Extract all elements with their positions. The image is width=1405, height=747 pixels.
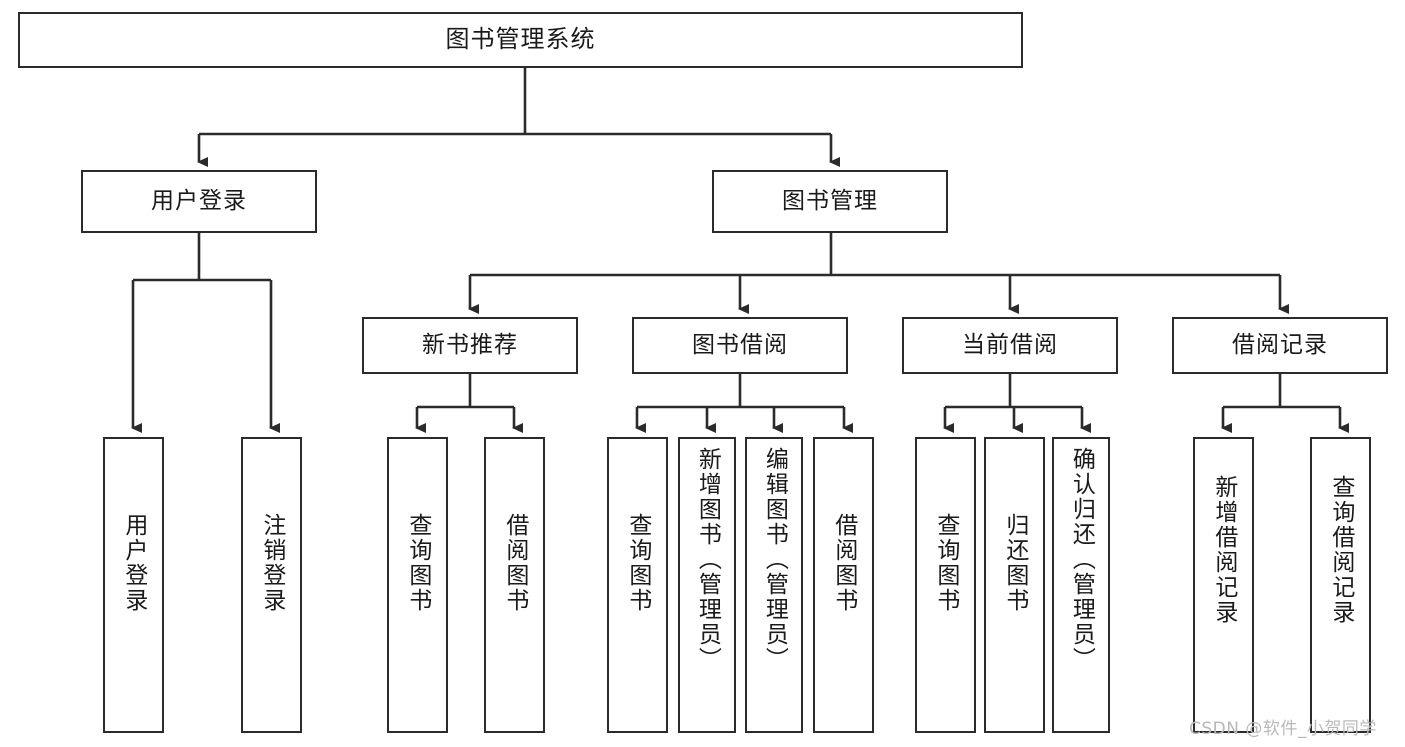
node-label: 借阅图书 xyxy=(830,513,857,613)
leaf-borrow-book-recommend[interactable]: 借阅图书 xyxy=(484,437,545,733)
node-root-system[interactable]: 图书管理系统 xyxy=(18,12,1023,68)
leaf-logout[interactable]: 注销登录 xyxy=(241,437,302,733)
node-label: 注销登录 xyxy=(258,513,285,613)
node-label: 新增图书（管理员） xyxy=(694,447,721,672)
leaf-query-book-recommend[interactable]: 查询图书 xyxy=(387,437,448,733)
leaf-query-book-current[interactable]: 查询图书 xyxy=(915,437,976,733)
leaf-return-book[interactable]: 归还图书 xyxy=(984,437,1045,733)
node-label: 归还图书 xyxy=(1001,513,1028,613)
node-label: 新书推荐 xyxy=(422,332,518,359)
node-label: 查询图书 xyxy=(932,513,959,613)
node-label: 图书管理系统 xyxy=(445,25,596,54)
node-new-book-recommend[interactable]: 新书推荐 xyxy=(362,317,578,374)
node-label: 查询借阅记录 xyxy=(1327,475,1354,625)
leaf-add-borrow-record[interactable]: 新增借阅记录 xyxy=(1193,437,1254,733)
leaf-query-borrow-record[interactable]: 查询借阅记录 xyxy=(1310,437,1371,733)
node-label: 借阅图书 xyxy=(501,513,528,613)
node-book-management[interactable]: 图书管理 xyxy=(712,170,948,233)
node-label: 用户登录 xyxy=(151,188,247,215)
node-label: 图书管理 xyxy=(782,188,878,215)
leaf-confirm-return-admin[interactable]: 确认归还（管理员） xyxy=(1052,437,1110,733)
leaf-add-book-admin[interactable]: 新增图书（管理员） xyxy=(678,437,736,733)
node-label: 图书借阅 xyxy=(692,332,788,359)
node-label: 查询图书 xyxy=(404,513,431,613)
leaf-edit-book-admin[interactable]: 编辑图书（管理员） xyxy=(745,437,803,733)
node-label: 用户登录 xyxy=(120,513,147,613)
leaf-user-login[interactable]: 用户登录 xyxy=(103,437,164,733)
node-user-login[interactable]: 用户登录 xyxy=(81,170,317,233)
node-book-borrow[interactable]: 图书借阅 xyxy=(632,317,848,374)
node-label: 当前借阅 xyxy=(962,332,1058,359)
leaf-borrow-book[interactable]: 借阅图书 xyxy=(813,437,874,733)
watermark-text: CSDN @软件_小贺同学 xyxy=(1189,719,1377,739)
node-label: 借阅记录 xyxy=(1232,332,1328,359)
node-label: 确认归还（管理员） xyxy=(1068,447,1095,672)
node-label: 编辑图书（管理员） xyxy=(761,447,788,672)
node-label: 新增借阅记录 xyxy=(1210,475,1237,625)
leaf-query-book-borrow[interactable]: 查询图书 xyxy=(607,437,668,733)
node-borrow-record[interactable]: 借阅记录 xyxy=(1172,317,1388,374)
node-label: 查询图书 xyxy=(624,513,651,613)
node-current-borrow[interactable]: 当前借阅 xyxy=(902,317,1118,374)
